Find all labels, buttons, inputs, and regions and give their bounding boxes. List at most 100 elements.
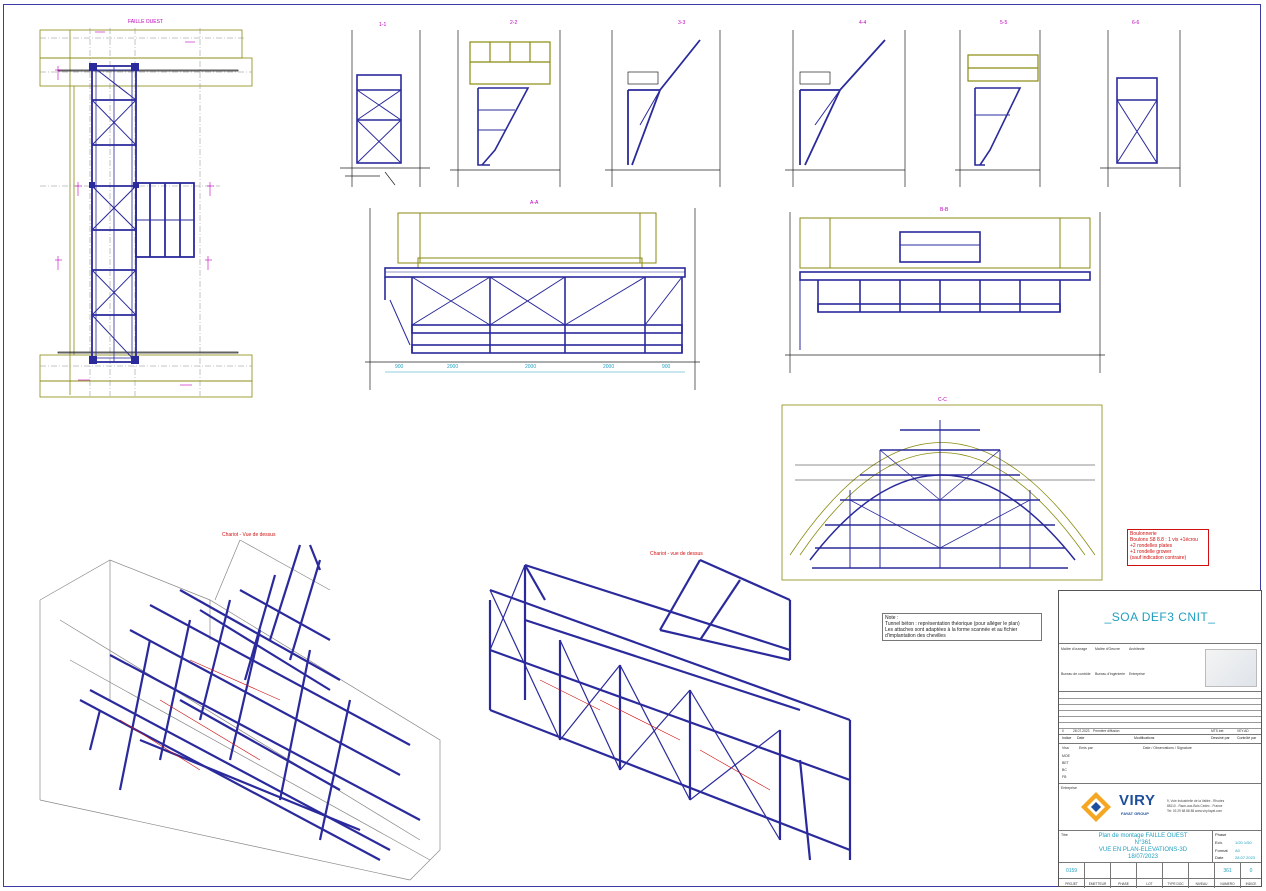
code-project: 0159 xyxy=(1059,863,1085,878)
visa-row: FB xyxy=(1062,775,1067,779)
note-title: Note : xyxy=(885,615,899,621)
boulonnerie-box: Boulonnerie Boulons S8 8.8 : 1 vis +1écr… xyxy=(1127,529,1209,566)
title-block: _SOA DEF3 CNIT_ Maître d'ouvrage Maître … xyxy=(1058,590,1262,888)
phase-label: Phase xyxy=(1215,832,1227,837)
iso-view-right xyxy=(488,558,852,861)
revision-date: 28.07.2023 xyxy=(1073,729,1090,733)
elevation-label-a: A-A xyxy=(530,200,539,206)
revision-header: Indice xyxy=(1062,736,1072,740)
boulonnerie-title: Boulonnerie xyxy=(1130,531,1157,537)
revision-checked-by: VEY.AD xyxy=(1237,729,1249,733)
visa-header: Emis par xyxy=(1079,746,1093,750)
dimension-5: 900 xyxy=(662,364,671,370)
scale-value: 1/20 1/50 xyxy=(1235,840,1252,845)
boulonnerie-line: +2 rondelles plates xyxy=(1130,543,1173,549)
company-name: VIRY xyxy=(1119,792,1156,809)
viry-logo-icon xyxy=(1081,792,1111,822)
title-line: N°361 xyxy=(1134,840,1152,846)
project-name: _SOA DEF3 CNIT_ xyxy=(1059,591,1261,644)
boulonnerie-line: +1 rondelle grower xyxy=(1130,549,1172,555)
dimension-3: 2000 xyxy=(525,364,537,370)
note-box: Note : Tunnel béton : représentation thé… xyxy=(882,613,1042,641)
format-label: Format xyxy=(1215,848,1228,853)
caption-3d-right: Chariot - vue de dessus xyxy=(650,551,703,557)
note-line: d'implantation des chevilles xyxy=(885,633,946,639)
caption-3d-left: Chariot - Vue de dessus xyxy=(222,532,276,538)
code-label: NUMERO xyxy=(1215,878,1241,888)
visa-header: Date / Observations / Signature xyxy=(1143,746,1192,750)
model-thumbnail xyxy=(1205,649,1257,687)
code-label: PROJET xyxy=(1059,878,1085,888)
revision-table: 0 28.07.2023 Première diffusion MTS.bet … xyxy=(1059,692,1261,744)
address-line: 9, Voie Industrielle de la Vallée - Rhod… xyxy=(1167,799,1225,803)
section-label-3: 3-3 xyxy=(678,20,686,26)
title-line: 18/07/2023 xyxy=(1127,854,1159,860)
plan-view-label: FAILLE OUEST xyxy=(128,19,164,25)
dimension-4: 2000 xyxy=(603,364,615,370)
code-number: 361 xyxy=(1215,863,1241,878)
code-lot xyxy=(1137,863,1163,878)
company-address: 9, Voie Industrielle de la Vallée - Rhod… xyxy=(1167,799,1224,814)
code-index: 0 xyxy=(1249,867,1253,874)
code-label: TYPE DOC xyxy=(1163,878,1189,888)
dimension-1: 900 xyxy=(395,364,404,370)
code-label: PHASE xyxy=(1111,878,1137,888)
address-line: Tel: 03 29 68 88 88 www.viry.fayat.com xyxy=(1167,809,1223,813)
party-label: Maître d'ouvrage xyxy=(1061,647,1088,651)
visa-row: BC xyxy=(1062,768,1067,772)
elevation-a xyxy=(365,208,700,390)
party-label: Bureau de contrôle xyxy=(1061,672,1091,676)
iso-view-left xyxy=(39,539,441,881)
elevation-c xyxy=(781,404,1103,581)
document-code: 0159 361 0 PROJET EMETTEUR PHASE LOT TYP… xyxy=(1059,863,1261,888)
date-value: 28.07.2023 xyxy=(1235,855,1256,860)
company-label: Entreprise xyxy=(1061,786,1077,790)
dimension-2: 2000 xyxy=(447,364,459,370)
section-views xyxy=(340,30,1181,187)
visa-header: Visa xyxy=(1062,746,1069,750)
elevation-label-b: B-B xyxy=(940,207,949,213)
revision-header: Contrôlé par xyxy=(1237,736,1257,740)
visa-table: Visa Emis par Date / Observations / Sign… xyxy=(1059,744,1261,784)
section-label-4: 4-4 xyxy=(859,20,867,26)
section-label-6: 6-6 xyxy=(1132,20,1140,26)
party-label: Bureau d'ingénierie xyxy=(1095,672,1126,676)
revision-header: Dessiné par xyxy=(1211,736,1230,740)
party-label: Architecte xyxy=(1129,647,1145,651)
address-line: 88110 - Raon-aux-Bois Cedex - France xyxy=(1167,804,1223,808)
date-label: Date xyxy=(1215,855,1224,860)
code-doc-type xyxy=(1163,863,1189,878)
code-label: NIVEAU xyxy=(1189,878,1215,888)
note-line: Les attaches sont adaptées à la forme sc… xyxy=(885,627,1018,633)
title-label: Titre xyxy=(1061,833,1068,837)
elevation-b xyxy=(785,212,1105,373)
code-label: LOT xyxy=(1137,878,1163,888)
code-level xyxy=(1189,863,1215,878)
revision-index: 0 xyxy=(1062,729,1064,733)
boulonnerie-line: Boulons S8 8.8 : 1 vis +1écrou xyxy=(1130,537,1198,543)
format-value: A0 xyxy=(1235,848,1240,853)
title-line: Plan de montage FAILLE OUEST xyxy=(1098,833,1188,839)
revision-header: Date xyxy=(1077,736,1085,740)
code-emitter xyxy=(1085,863,1111,878)
note-line: Tunnel béton : représentation théorique … xyxy=(885,621,1020,627)
revision-description: Première diffusion xyxy=(1093,729,1120,733)
visa-row: BET xyxy=(1062,761,1069,765)
drawing-title-section: Titre Plan de montage FAILLE OUEST N°361… xyxy=(1059,831,1261,863)
drawing-title: Plan de montage FAILLE OUEST N°361 VUE E… xyxy=(1073,833,1213,861)
section-label-2: 2-2 xyxy=(510,20,518,26)
drawing-meta: Phase Ech. 1/20 1/50 Format A0 Date 28.0… xyxy=(1212,831,1261,863)
party-label: Maître d'Oeuvre xyxy=(1095,647,1120,651)
plan-view xyxy=(39,28,253,398)
party-label: Entreprise xyxy=(1129,672,1145,676)
scale-label: Ech. xyxy=(1215,840,1224,845)
title-line: VUE EN PLAN-ELEVATIONS-3D xyxy=(1098,847,1188,853)
code-phase xyxy=(1111,863,1137,878)
company-section: Entreprise VIRY FAYAT GROUP 9, Voie Indu… xyxy=(1059,784,1261,831)
section-label-1: 1-1 xyxy=(379,22,387,28)
elevation-label-c: C-C xyxy=(938,397,947,403)
parties-section: Maître d'ouvrage Maître d'Oeuvre Archite… xyxy=(1059,644,1261,692)
revision-header: Modifications xyxy=(1134,736,1155,740)
boulonnerie-line: (sauf indication contraire) xyxy=(1130,555,1187,561)
